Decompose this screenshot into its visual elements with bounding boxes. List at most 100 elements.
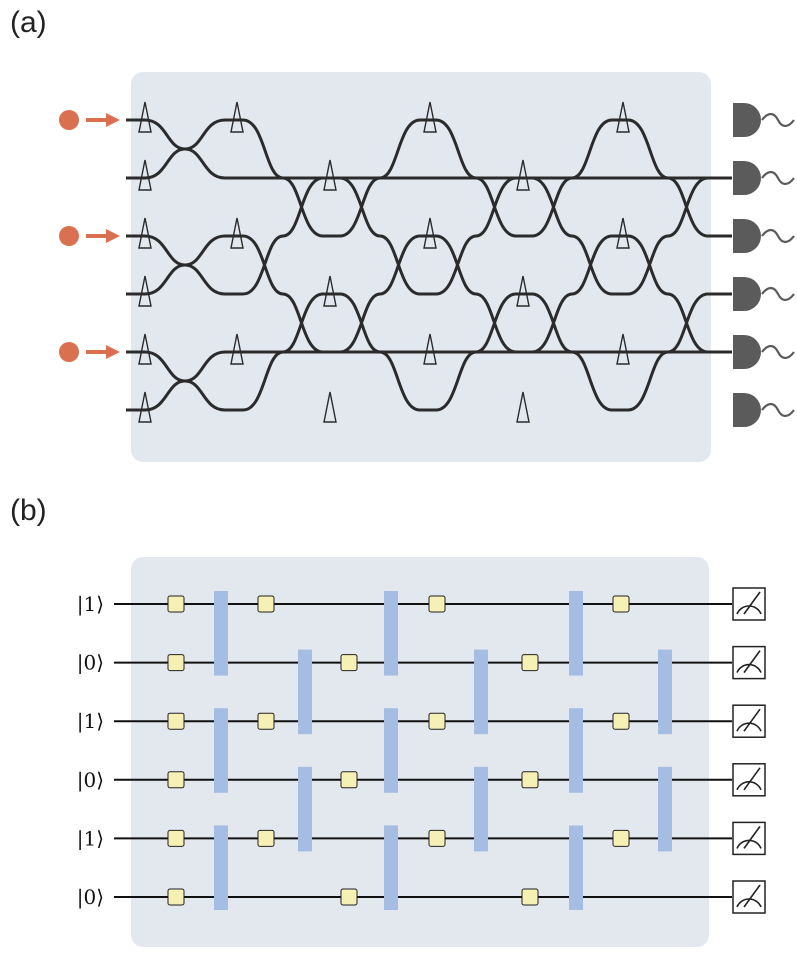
detector-icon bbox=[733, 219, 761, 253]
photon-icon bbox=[59, 226, 79, 246]
single-qubit-gate bbox=[167, 654, 185, 672]
phase-shifter-icon bbox=[230, 217, 244, 249]
phase-shifter-icon bbox=[138, 159, 152, 191]
detector-signal-icon bbox=[761, 286, 795, 302]
meter-needle bbox=[743, 825, 761, 849]
waveguide-mode-2 bbox=[126, 176, 732, 296]
single-qubit-gate bbox=[612, 829, 630, 847]
single-qubit-gate bbox=[521, 771, 539, 789]
single-qubit-gate bbox=[521, 654, 539, 672]
phase-shifter-icon bbox=[138, 217, 152, 249]
meter-needle bbox=[743, 884, 761, 908]
panel-label-b: (b) bbox=[10, 494, 47, 527]
phase-shifter-icon bbox=[516, 391, 530, 423]
single-qubit-gate bbox=[257, 829, 275, 847]
single-qubit-gate bbox=[167, 888, 185, 906]
single-qubit-gate bbox=[167, 712, 185, 730]
single-qubit-gate bbox=[167, 771, 185, 789]
two-qubit-gate bbox=[569, 591, 583, 676]
two-qubit-gate bbox=[214, 591, 228, 676]
single-qubit-gate bbox=[340, 771, 358, 789]
detector-signal-icon bbox=[761, 344, 795, 360]
qubit-initial-state: |0⟩ bbox=[77, 768, 104, 793]
gate-circuit-background bbox=[131, 557, 709, 947]
phase-shifter-icon bbox=[138, 275, 152, 307]
single-qubit-gate bbox=[428, 712, 446, 730]
measurement-box bbox=[732, 704, 766, 738]
single-qubit-gate bbox=[167, 829, 185, 847]
measurement-icon bbox=[732, 704, 766, 738]
waveguide-mode-5 bbox=[126, 350, 732, 412]
detector-icon bbox=[733, 335, 761, 369]
detector-icon bbox=[733, 103, 761, 137]
photon-icon bbox=[59, 110, 79, 130]
phase-shifter-icon bbox=[323, 391, 337, 423]
detector-icon bbox=[733, 161, 761, 195]
single-qubit-gate bbox=[428, 595, 446, 613]
phase-shifter-icon bbox=[138, 333, 152, 365]
single-qubit-gate bbox=[521, 888, 539, 906]
two-qubit-gate bbox=[214, 708, 228, 793]
single-qubit-gate bbox=[428, 829, 446, 847]
meter-needle bbox=[743, 591, 761, 615]
detector-signal-icon bbox=[761, 228, 795, 244]
two-qubit-gate bbox=[474, 766, 488, 852]
phase-shifter-icon bbox=[230, 333, 244, 365]
optical-circuit-panel bbox=[59, 72, 795, 462]
phase-shifter-icon bbox=[616, 101, 630, 133]
detector-signal-icon bbox=[761, 402, 795, 418]
input-arrowhead-icon bbox=[106, 229, 120, 243]
gate-circuit-panel: |1⟩|0⟩|1⟩|0⟩|1⟩|0⟩ bbox=[77, 557, 766, 947]
measurement-icon bbox=[732, 645, 766, 680]
phase-shifter-icon bbox=[138, 101, 152, 133]
waveguide-mode-1 bbox=[126, 118, 732, 238]
two-qubit-gate bbox=[569, 708, 583, 793]
two-qubit-gate bbox=[384, 591, 398, 676]
qubit-initial-state: |1⟩ bbox=[77, 592, 104, 617]
meter-needle bbox=[743, 708, 761, 732]
phase-shifter-icon bbox=[423, 101, 437, 133]
input-arrowhead-icon bbox=[106, 113, 120, 127]
single-qubit-gate bbox=[340, 888, 358, 906]
phase-shifter-icon bbox=[423, 217, 437, 249]
single-qubit-gate bbox=[257, 595, 275, 613]
phase-shifter-icon bbox=[138, 391, 152, 423]
detector-icon bbox=[733, 277, 761, 311]
meter-needle bbox=[743, 650, 761, 674]
single-qubit-gate bbox=[340, 654, 358, 672]
detector-icon bbox=[733, 393, 761, 427]
phase-shifter-icon bbox=[616, 333, 630, 365]
two-qubit-gate bbox=[474, 649, 488, 735]
meter-needle bbox=[743, 767, 761, 791]
measurement-icon bbox=[732, 821, 766, 856]
input-arrowhead-icon bbox=[106, 345, 120, 359]
panel-label-a: (a) bbox=[10, 6, 47, 39]
phase-shifter-icon bbox=[516, 159, 530, 191]
photon-icon bbox=[59, 342, 79, 362]
phase-shifter-icon bbox=[516, 275, 530, 307]
two-qubit-gate bbox=[214, 825, 228, 910]
single-qubit-gate bbox=[612, 595, 630, 613]
waveguide-mode-3 bbox=[126, 234, 732, 354]
phase-shifter-icon bbox=[230, 101, 244, 133]
two-qubit-gate bbox=[569, 825, 583, 910]
two-qubit-gate bbox=[384, 825, 398, 910]
optical-chip-background bbox=[131, 72, 711, 462]
measurement-icon bbox=[732, 763, 766, 797]
qubit-initial-state: |1⟩ bbox=[77, 826, 104, 851]
waveguide-mode-4 bbox=[126, 292, 732, 412]
measurement-icon bbox=[732, 880, 766, 914]
two-qubit-gate bbox=[658, 766, 672, 852]
two-qubit-gate bbox=[298, 766, 312, 852]
qubit-initial-state: |0⟩ bbox=[77, 651, 104, 676]
phase-shifter-icon bbox=[423, 333, 437, 365]
phase-shifter-icon bbox=[323, 159, 337, 191]
two-qubit-gate bbox=[658, 649, 672, 735]
single-qubit-gate bbox=[167, 595, 185, 613]
phase-shifter-icon bbox=[616, 217, 630, 249]
qubit-initial-state: |0⟩ bbox=[77, 885, 104, 910]
two-qubit-gate bbox=[298, 649, 312, 735]
detector-signal-icon bbox=[761, 112, 795, 128]
two-qubit-gate bbox=[384, 708, 398, 793]
